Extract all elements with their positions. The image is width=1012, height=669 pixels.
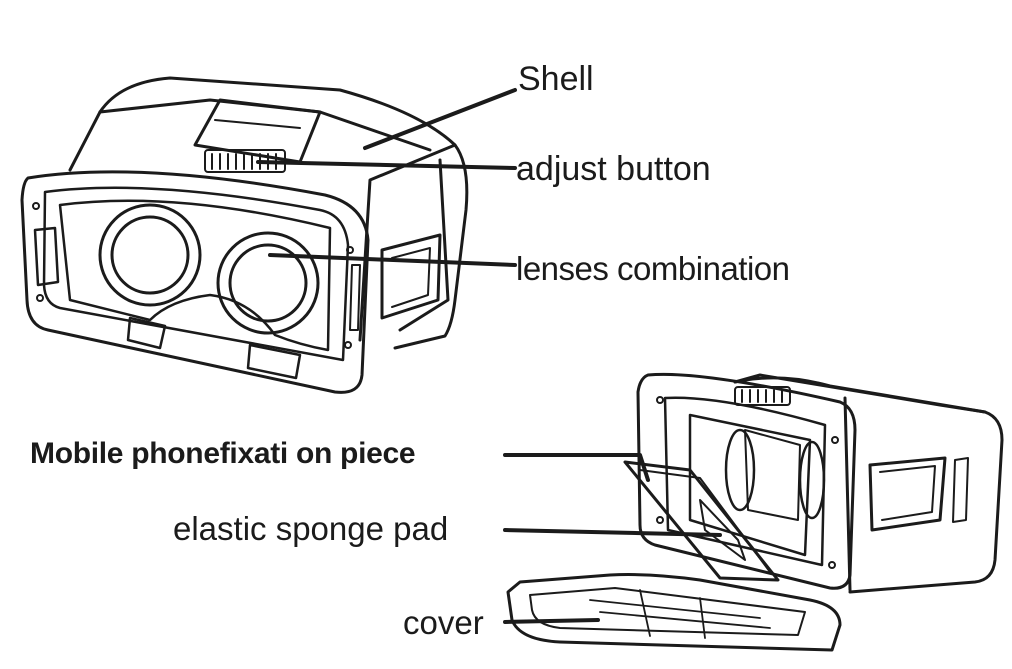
top-module-inner [214,119,301,129]
side-slot [349,264,361,331]
right-lens-inner [228,243,308,323]
shell-side-inner [398,158,450,332]
side-window [868,456,947,532]
phone-fixation-ridge [639,469,771,573]
side-window [380,233,442,320]
right-lens-outer [216,231,320,335]
face-cutout [58,199,332,352]
screw-hole [831,436,839,444]
leader-line-cover [503,618,600,624]
rear-slot [952,457,969,523]
leader-line-lenses [268,253,517,267]
bottom-clip-right [246,343,302,380]
front-frame-outer [636,372,857,590]
screw-hole [32,202,40,210]
cover-rib [589,589,771,639]
elastic-sponge-pad [699,499,746,561]
cover-inner [529,587,806,636]
front-frame-outer [20,170,370,394]
leader-line-phone-fixation [503,453,650,482]
front-frame-inner [663,396,827,567]
leader-line-sponge-pad [503,528,722,537]
screw-hole [656,516,664,524]
left-lens-outer [98,203,202,307]
screw-hole [36,294,44,302]
inner-compartment [688,413,812,557]
label-cover: cover [403,604,484,641]
lens-edge [798,440,826,520]
front-frame-inner [42,186,350,362]
label-shell: Shell [518,60,594,98]
shell-top [68,76,469,350]
label-mobile-phone-fixation: Mobile phonefixati on piece [30,437,416,470]
side-window-inner [391,247,431,308]
leader-line-adjust-button [256,160,517,170]
cover-panel [506,573,842,652]
bottom-clip-left [126,316,167,350]
top-module [193,98,322,164]
screw-hole [828,561,836,569]
screw-hole [346,246,354,254]
phone-fixation-piece [623,460,780,582]
shell-top-ridge [733,373,987,414]
headset-assembled-illustration [20,76,469,394]
screw-hole [656,396,664,404]
label-lenses-combination: lenses combination [516,250,790,287]
label-elastic-sponge-pad: elastic sponge pad [173,510,449,547]
adjust-button-grip [741,389,783,403]
inner-back [744,429,801,521]
side-window-inner [879,465,936,521]
screw-hole [344,341,352,349]
shell-body [733,376,1004,594]
headset-open-illustration [506,372,1004,652]
lens-edge [724,428,756,512]
leader-line-shell [363,88,517,150]
label-adjust-button: adjust button [516,150,711,188]
left-clip [33,226,60,287]
left-lens-inner [110,215,190,295]
shell-side-right [358,143,457,342]
